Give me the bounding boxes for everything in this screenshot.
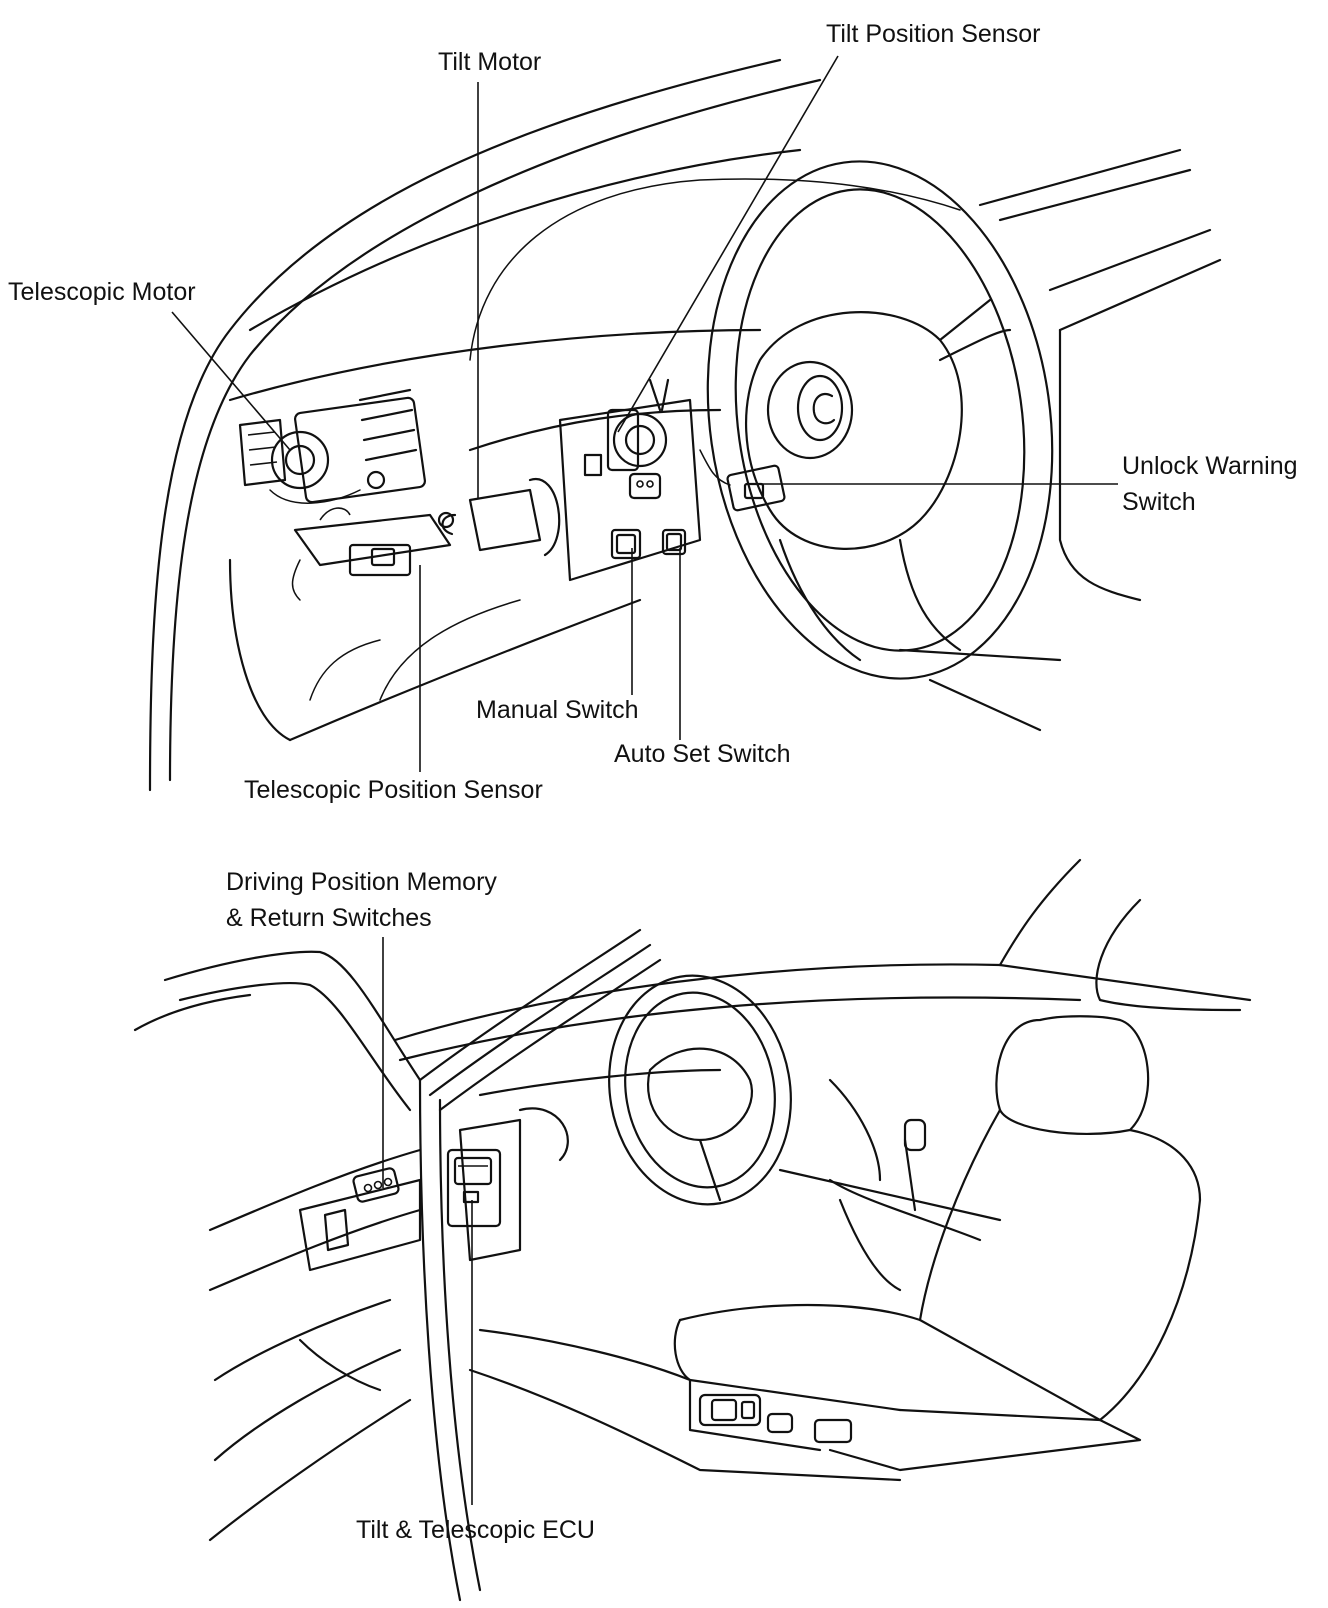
leader-tilt-position-sensor xyxy=(617,55,839,433)
label-telescopic-motor: Telescopic Motor xyxy=(8,278,196,306)
label-telescopic-position-sensor: Telescopic Position Sensor xyxy=(244,776,543,804)
leader-telescopic-motor xyxy=(171,311,291,451)
label-driving-memory-line2: & Return Switches xyxy=(226,904,432,932)
label-tilt-telescopic-ecu: Tilt & Telescopic ECU xyxy=(356,1516,595,1544)
label-tilt-motor: Tilt Motor xyxy=(438,48,542,76)
label-unlock-warning-line1: Unlock Warning xyxy=(1122,452,1298,480)
label-manual-switch: Manual Switch xyxy=(476,696,639,724)
top-illustration xyxy=(148,58,1222,792)
label-tilt-position-sensor: Tilt Position Sensor xyxy=(826,20,1041,48)
leader-lines xyxy=(171,55,1118,1505)
bottom-illustration xyxy=(133,858,1252,1602)
label-driving-memory-line1: Driving Position Memory xyxy=(226,868,497,896)
label-unlock-warning-line2: Switch xyxy=(1122,488,1196,516)
label-auto-set-switch: Auto Set Switch xyxy=(614,740,791,768)
